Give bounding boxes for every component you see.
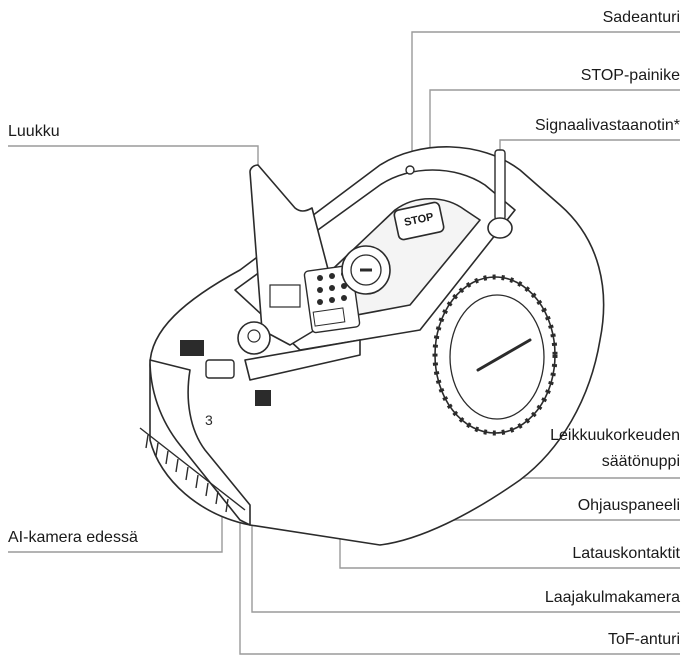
left-vent	[180, 340, 204, 356]
right-vent	[255, 390, 271, 406]
brand-mark: 3	[205, 412, 213, 428]
label-laajakulmakamera: Laajakulmakamera	[544, 589, 680, 606]
tof-sensor	[237, 321, 271, 355]
label-ohjauspaneeli: Ohjauspaneeli	[577, 497, 680, 514]
label-stop-painike: STOP-painike	[580, 67, 680, 84]
leader-luukku	[8, 145, 259, 172]
label-saatonuppi: säätönuppi	[601, 453, 680, 470]
mower-side-panel	[244, 339, 361, 381]
label-sadeanturi: Sadeanturi	[602, 9, 680, 26]
mower-bumper	[149, 359, 251, 526]
label-leikkuukorkeuden: Leikkuukorkeuden	[550, 427, 680, 444]
leader-signaali	[499, 139, 680, 158]
hatch-window	[269, 284, 301, 308]
rear-wheel	[432, 274, 558, 436]
leader-sadeanturi	[411, 31, 680, 160]
label-signaalivastaanotin: Signaalivastaanotin*	[535, 117, 680, 134]
cutting-height-knob	[341, 245, 391, 295]
rain-sensor	[405, 165, 415, 175]
label-tof-anturi: ToF-anturi	[607, 631, 680, 648]
front-camera	[205, 359, 235, 379]
stop-button-shape	[393, 201, 445, 241]
signal-antenna	[487, 149, 513, 239]
label-ai-kamera: AI-kamera edessä	[8, 529, 138, 546]
label-luukku: Luukku	[8, 123, 60, 140]
front-grille	[139, 427, 246, 513]
label-latauskontaktit: Latauskontaktit	[572, 545, 680, 562]
